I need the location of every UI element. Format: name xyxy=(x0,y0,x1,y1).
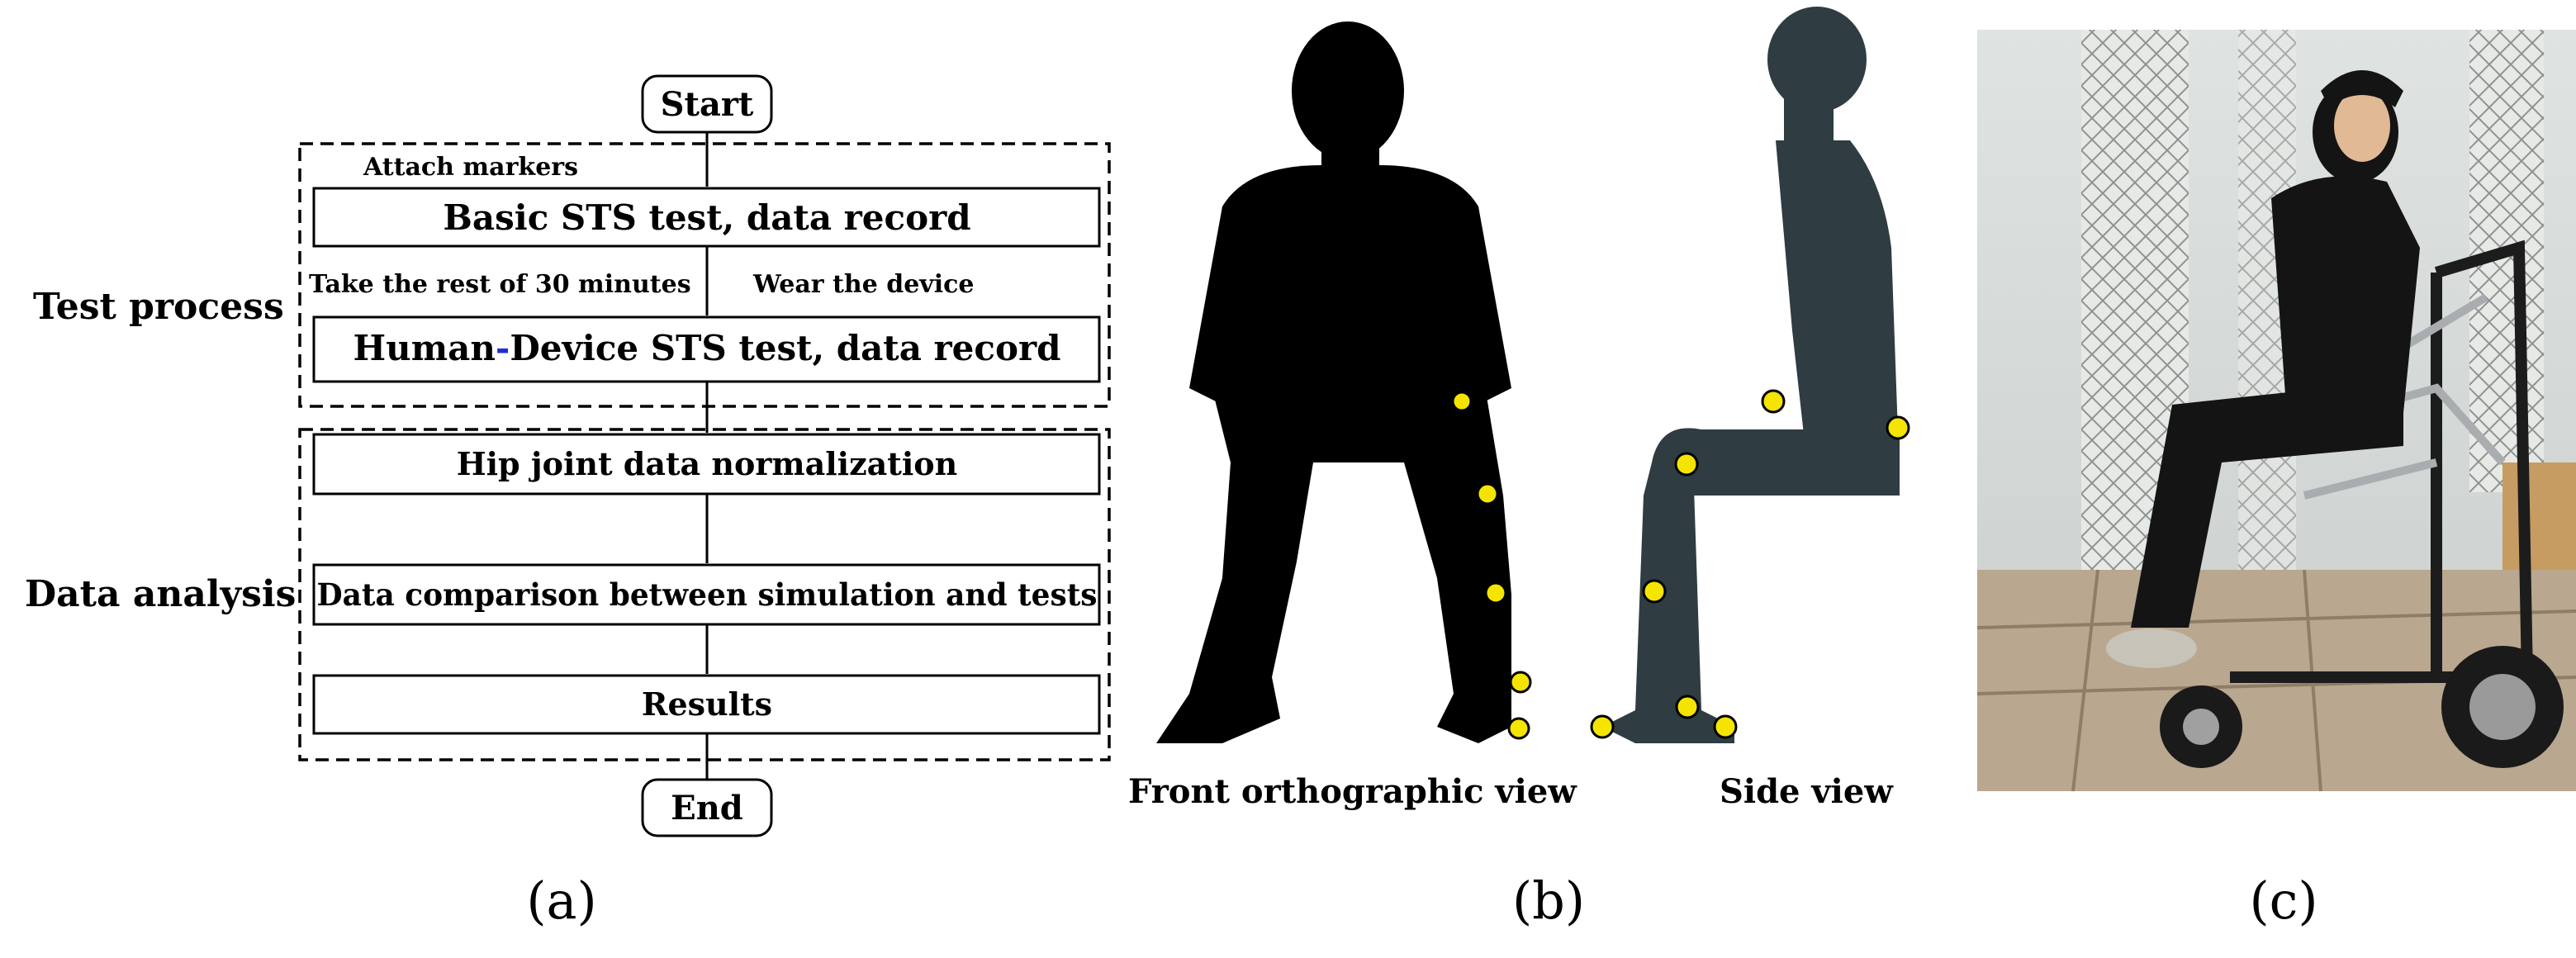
marker-thigh-side xyxy=(1761,389,1786,414)
caption-c: (c) xyxy=(2249,870,2317,931)
caption-a: (a) xyxy=(526,870,596,931)
device-photo xyxy=(1976,30,2576,792)
marker-shank-front xyxy=(1484,581,1507,605)
comparison-step xyxy=(312,563,1101,626)
silhouette-panel: Front orthographic view Side view (b) xyxy=(1128,7,1910,931)
front-silhouette xyxy=(1156,21,1511,743)
front-markers xyxy=(1451,391,1532,740)
side-markers xyxy=(1590,389,1910,739)
marker-hip-side xyxy=(1886,415,1910,440)
dash-mark: - xyxy=(496,328,510,368)
marker-ankle-side xyxy=(1675,695,1700,719)
results-label: Results xyxy=(642,685,772,723)
basic-sts-label: Basic STS test, data record xyxy=(443,197,970,238)
comparison-label: Data comparison between simulation and t… xyxy=(317,576,1098,613)
marker-heel-side xyxy=(1590,714,1615,739)
human-device-sts-label: Human-Device STS test, data record xyxy=(353,328,1061,368)
marker-hip-front xyxy=(1451,391,1473,412)
rest-note: Take the rest of 30 minutes xyxy=(309,270,691,299)
side-view-label: Side view xyxy=(1720,772,1894,811)
wear-device-note: Wear the device xyxy=(752,270,974,299)
caption-b: (b) xyxy=(1512,870,1585,931)
start-terminal xyxy=(641,74,773,134)
marker-ankle-front xyxy=(1509,671,1532,694)
data-analysis-group xyxy=(298,428,1111,761)
flowchart-panel: Start Attach markers Basic STS test, dat… xyxy=(25,74,1111,931)
results-step xyxy=(312,674,1101,735)
marker-toe-side xyxy=(1713,714,1738,739)
marker-knee-side xyxy=(1674,452,1699,477)
attach-markers-label: Attach markers xyxy=(363,153,578,182)
human-device-sts-step xyxy=(312,315,1101,383)
normalization-step xyxy=(312,433,1101,496)
data-analysis-label: Data analysis xyxy=(25,573,296,615)
marker-knee-front xyxy=(1476,482,1499,505)
start-label: Start xyxy=(661,85,754,124)
end-terminal xyxy=(641,778,773,837)
photo-panel: (c) xyxy=(1976,30,2576,931)
basic-sts-step xyxy=(312,187,1101,248)
test-process-group xyxy=(298,142,1111,408)
front-view-label: Front orthographic view xyxy=(1128,772,1577,811)
marker-shank-side xyxy=(1642,579,1667,604)
normalization-label: Hip joint data normalization xyxy=(457,445,958,482)
side-silhouette xyxy=(1602,7,1900,743)
test-process-label: Test process xyxy=(33,286,284,328)
marker-foot-front xyxy=(1507,717,1530,740)
end-label: End xyxy=(671,789,743,828)
